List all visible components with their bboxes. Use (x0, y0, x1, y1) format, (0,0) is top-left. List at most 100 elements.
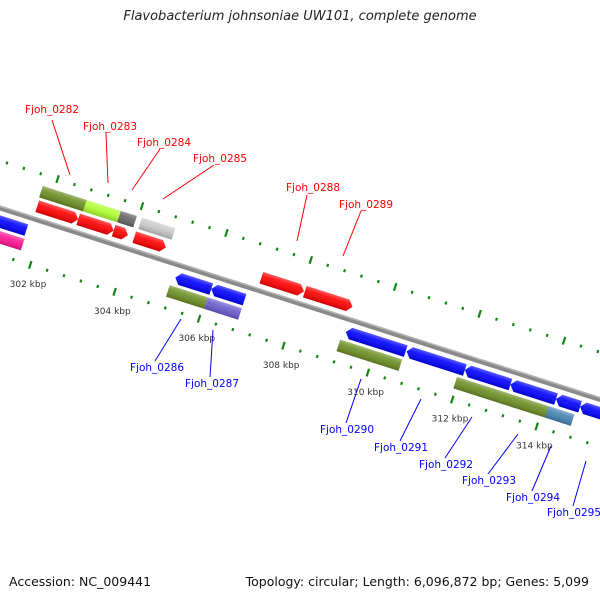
feature-label[interactable]: Fjoh_0290 (320, 424, 374, 436)
cds-feature[interactable] (209, 283, 247, 306)
cds-feature[interactable] (259, 272, 305, 297)
feature-label[interactable]: Fjoh_0282 (25, 104, 79, 116)
minor-tick (22, 166, 26, 171)
feature-shading (500, 391, 552, 419)
minor-tick (579, 344, 583, 348)
label-leader-line (162, 164, 215, 200)
cds-feature[interactable] (405, 346, 467, 376)
scale-label: 304 kbp (94, 307, 131, 317)
cds-feature[interactable] (111, 224, 130, 241)
gene-feature[interactable] (453, 376, 504, 404)
major-tick (281, 341, 286, 350)
minor-tick (123, 198, 127, 203)
major-tick (477, 309, 482, 318)
minor-tick (332, 360, 336, 364)
major-tick (561, 336, 567, 345)
feature-shading (510, 380, 558, 405)
minor-tick (545, 333, 549, 338)
label-leader-line (487, 433, 519, 475)
minor-tick (383, 376, 387, 380)
gene-feature[interactable] (138, 217, 176, 240)
minor-tick (495, 317, 499, 321)
feature-label[interactable]: Fjoh_0295 (547, 507, 600, 519)
gene-feature[interactable] (117, 210, 137, 228)
minor-tick (444, 301, 448, 305)
label-leader-line (399, 398, 422, 442)
feature-label[interactable]: Fjoh_0287 (185, 378, 239, 390)
label-leader-line (444, 416, 473, 459)
minor-tick (130, 295, 134, 299)
gene-feature[interactable] (166, 285, 208, 309)
accession-text: Accession: NC_009441 (9, 574, 152, 589)
feature-label[interactable]: Fjoh_0292 (419, 459, 473, 471)
minor-tick (359, 274, 363, 278)
major-tick (534, 422, 539, 431)
minor-tick (180, 311, 184, 316)
gene-feature[interactable] (0, 228, 25, 251)
minor-tick (585, 440, 589, 445)
feature-label[interactable]: Fjoh_0286 (130, 362, 184, 374)
gene-feature[interactable] (336, 339, 403, 371)
backbone-highlight (0, 196, 600, 417)
feature-label[interactable]: Fjoh_0283 (83, 121, 137, 133)
feature-shading (302, 285, 353, 312)
minor-tick (208, 225, 212, 230)
feature-label[interactable]: Fjoh_0285 (193, 153, 247, 165)
minor-tick (157, 209, 161, 214)
feature-shading (544, 406, 575, 426)
feature-shading (406, 347, 467, 376)
minor-tick (596, 349, 600, 354)
gene-feature[interactable] (83, 199, 121, 223)
cds-feature[interactable] (132, 231, 167, 253)
feature-shading (259, 272, 304, 296)
scale-label: 308 kbp (263, 361, 300, 371)
major-tick (450, 395, 455, 404)
cds-feature[interactable] (174, 272, 214, 295)
minor-tick (568, 435, 572, 440)
minor-tick (326, 263, 330, 268)
cds-feature[interactable] (302, 285, 354, 313)
cds-feature[interactable] (509, 379, 558, 405)
minor-tick (11, 257, 15, 262)
feature-shading (111, 224, 128, 240)
cds-feature[interactable] (0, 214, 29, 236)
minor-tick (258, 242, 262, 246)
gene-feature[interactable] (39, 185, 87, 212)
major-tick (55, 175, 60, 184)
sequence-backbone (0, 196, 600, 421)
cds-feature[interactable] (578, 401, 600, 425)
minor-tick (433, 392, 437, 396)
cds-feature[interactable] (463, 364, 513, 391)
feature-label[interactable]: Fjoh_0288 (286, 182, 340, 194)
minor-tick (174, 215, 178, 219)
feature-shading (203, 297, 242, 320)
gene-feature[interactable] (544, 406, 575, 426)
minor-tick (484, 408, 488, 413)
feature-label[interactable]: Fjoh_0294 (506, 492, 560, 504)
minor-tick (518, 419, 522, 423)
gene-feature[interactable] (203, 297, 242, 320)
minor-tick (427, 295, 431, 300)
minor-tick (5, 161, 9, 165)
feature-label[interactable]: Fjoh_0289 (339, 199, 393, 211)
minor-tick (241, 236, 245, 241)
cds-feature[interactable] (35, 200, 80, 225)
feature-shading (39, 185, 87, 212)
major-tick (392, 282, 398, 292)
scale-label: 310 kbp (347, 388, 384, 398)
minor-tick (79, 279, 83, 283)
gene-feature[interactable] (500, 391, 552, 419)
major-tick (196, 314, 202, 323)
cds-feature[interactable] (76, 213, 115, 237)
major-tick (112, 287, 117, 296)
cds-feature[interactable] (344, 326, 408, 357)
minor-tick (343, 268, 347, 273)
feature-label[interactable]: Fjoh_0284 (137, 137, 191, 149)
cds-feature[interactable] (554, 393, 582, 413)
feature-label[interactable]: Fjoh_0293 (462, 475, 516, 487)
label-leader-line (345, 378, 362, 424)
feature-label[interactable]: Fjoh_0291 (374, 442, 428, 454)
major-tick (224, 228, 229, 238)
